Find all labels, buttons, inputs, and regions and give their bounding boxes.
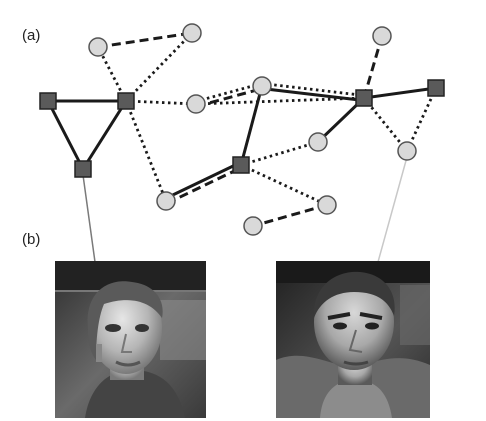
square-node bbox=[39, 92, 57, 110]
edge-dotted bbox=[262, 82, 365, 97]
leader-lines bbox=[82, 156, 408, 263]
square-node bbox=[427, 79, 445, 97]
edge-solid bbox=[164, 161, 241, 201]
circle-node bbox=[372, 26, 392, 46]
panel-label-a: (a) bbox=[22, 27, 40, 44]
edge-dotted bbox=[240, 140, 319, 167]
edge-dotted bbox=[195, 96, 365, 106]
network-edges bbox=[46, 31, 438, 228]
leader-line-female bbox=[82, 174, 96, 263]
panel-label-b: (b) bbox=[22, 231, 40, 248]
edge-dotted bbox=[96, 46, 128, 102]
edge-dashed bbox=[166, 165, 243, 205]
circle-node bbox=[88, 37, 108, 57]
edge-solid bbox=[46, 100, 85, 170]
circle-node bbox=[397, 141, 417, 161]
square-node bbox=[355, 89, 373, 107]
circle-node bbox=[243, 216, 263, 236]
square-node bbox=[74, 160, 92, 178]
edge-dashed bbox=[362, 35, 384, 99]
edge-solid bbox=[363, 86, 437, 100]
circle-node bbox=[186, 94, 206, 114]
edge-dashed bbox=[97, 31, 193, 49]
edge-solid bbox=[81, 100, 128, 170]
circle-node bbox=[317, 195, 337, 215]
square-node bbox=[117, 92, 135, 110]
circle-node bbox=[156, 191, 176, 211]
edge-dotted bbox=[125, 99, 197, 106]
circle-node bbox=[182, 23, 202, 43]
edge-solid bbox=[261, 86, 364, 102]
edge-dotted bbox=[124, 100, 168, 202]
female-avatar-image bbox=[55, 261, 206, 418]
leader-line-male bbox=[377, 156, 408, 263]
edge-solid bbox=[239, 85, 264, 166]
edge-dotted bbox=[124, 32, 194, 102]
edge-dashed bbox=[252, 203, 328, 228]
network-nodes bbox=[39, 23, 445, 236]
circle-node bbox=[252, 76, 272, 96]
male-avatar-image bbox=[276, 261, 430, 418]
square-node bbox=[232, 156, 250, 174]
edge-dashed bbox=[196, 86, 264, 108]
circle-node bbox=[308, 132, 328, 152]
edge-dotted bbox=[405, 87, 438, 152]
edge-dotted bbox=[240, 163, 328, 207]
